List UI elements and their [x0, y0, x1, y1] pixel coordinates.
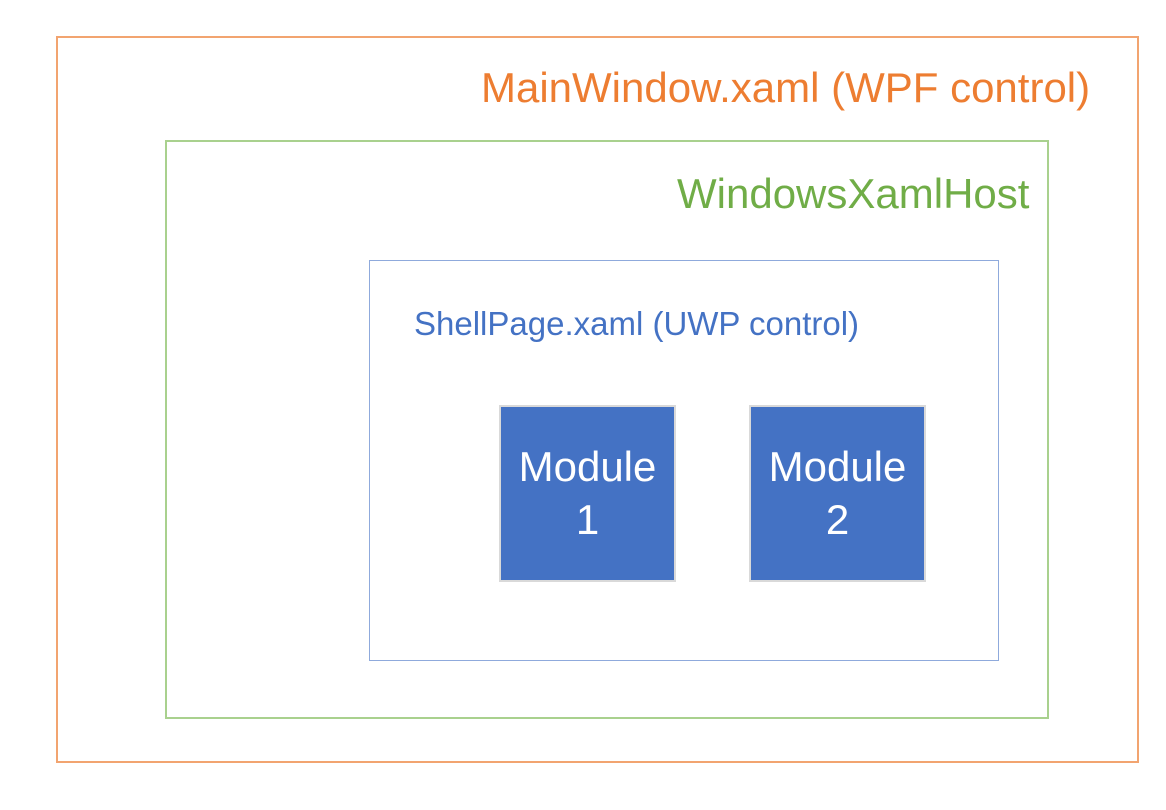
mainwindow-wpf-label: MainWindow.xaml (WPF control) [481, 64, 1091, 111]
shellpage-uwp-label: ShellPage.xaml (UWP control) [414, 305, 860, 342]
mainwindow-wpf-box [56, 36, 1139, 763]
module-2-box: Module 2 [749, 405, 926, 582]
module-1-box: Module 1 [499, 405, 676, 582]
module-1-label: Module [518, 442, 657, 490]
shellpage-uwp-box [369, 260, 999, 661]
module-2-label: Module [768, 442, 907, 490]
windowsxamlhost-box [165, 140, 1049, 719]
windowsxamlhost-label: WindowsXamlHost [677, 170, 1030, 217]
module-1-number: 1 [575, 495, 600, 543]
module-2-number: 2 [825, 495, 850, 543]
